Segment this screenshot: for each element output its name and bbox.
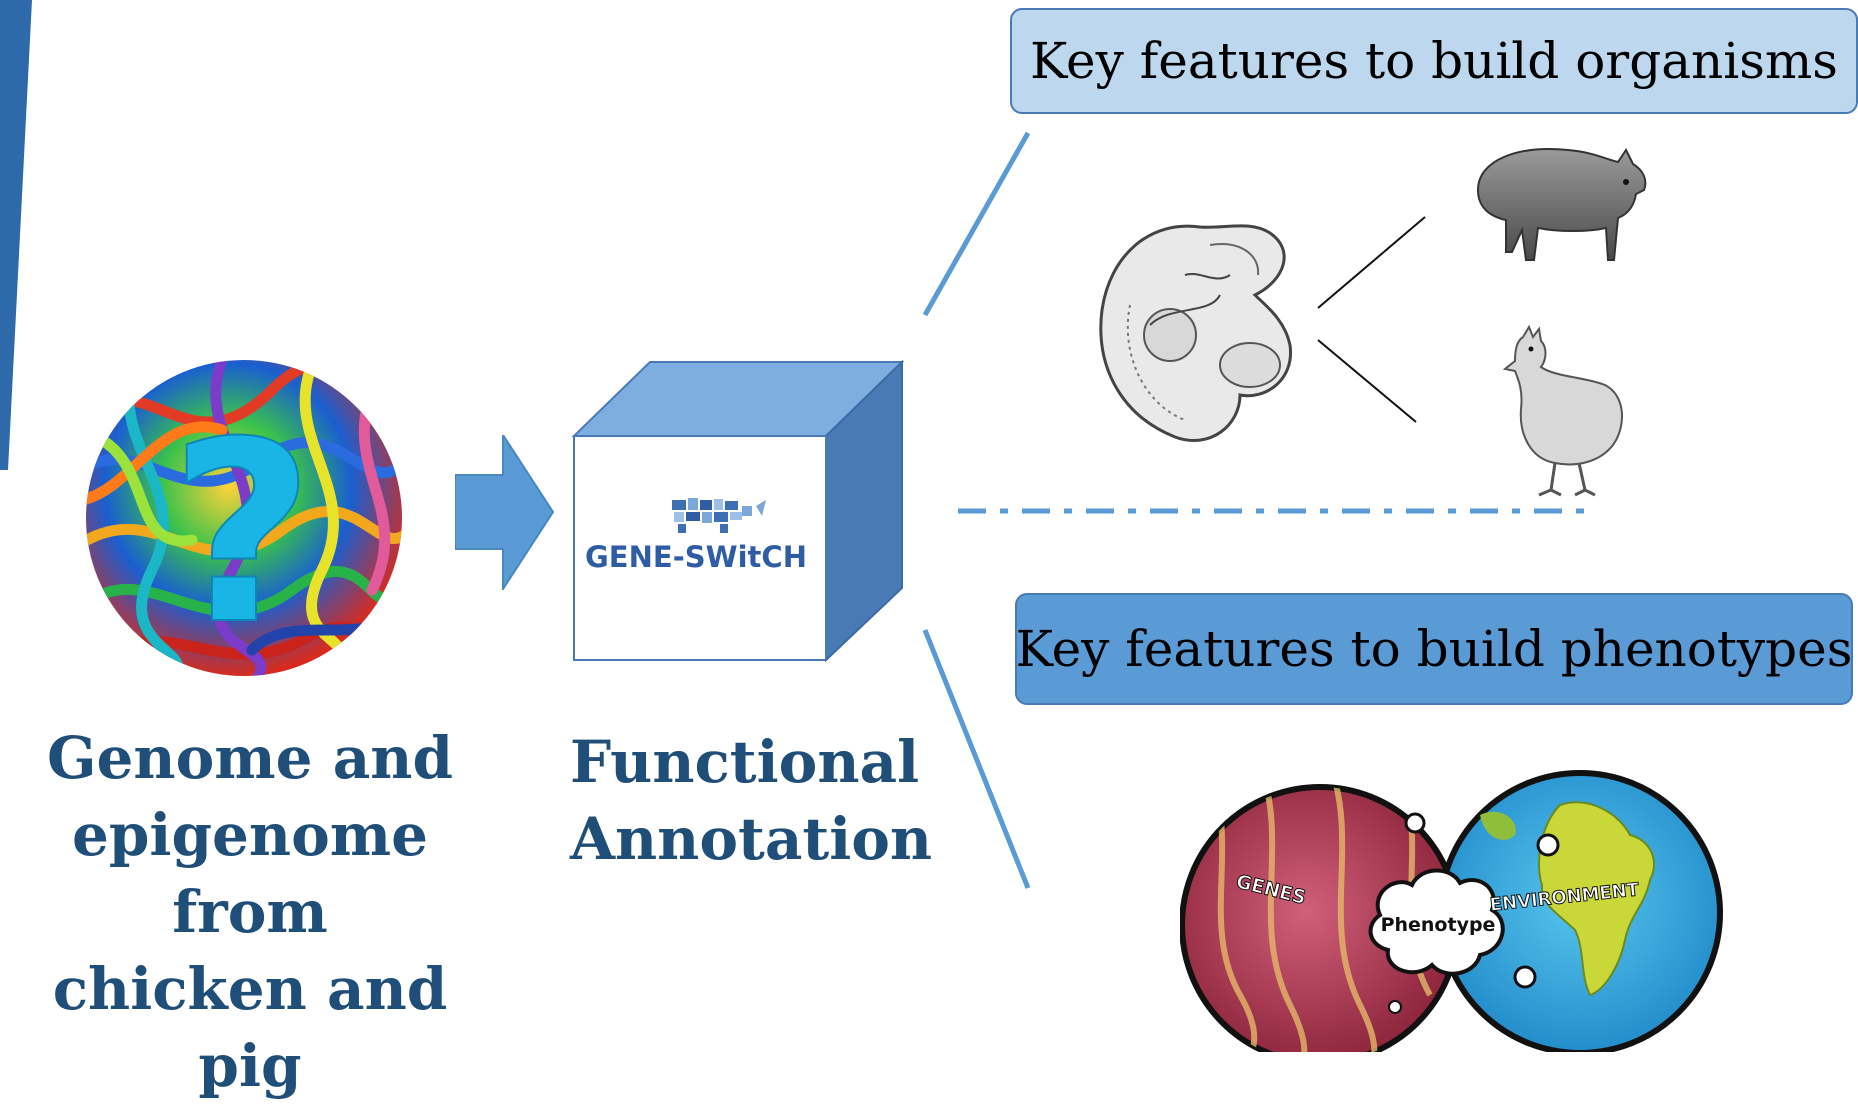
phenotype-cloud	[1368, 868, 1505, 976]
organisms-box-label: Key features to build organisms	[1030, 32, 1838, 90]
phenotypes-box-label: Key features to build phenotypes	[1015, 620, 1853, 678]
chromatin-ball-image: ?	[86, 360, 402, 680]
genome-caption-line-2: epigenome from	[71, 801, 429, 946]
phenotype-graphic: Phenotype GENES ENVIRONMENT	[1180, 770, 1723, 1052]
left-edge-band	[0, 0, 32, 470]
embryo-to-pig-line	[1317, 216, 1426, 309]
embryo-drawing	[1099, 224, 1292, 443]
process-arrow	[455, 435, 555, 590]
gene-switch-logo-text: GENE-SWitCH	[585, 540, 807, 574]
functional-annotation-caption: Functional Annotation	[570, 724, 933, 878]
embryo-to-chicken-line	[1317, 339, 1417, 423]
functional-annotation-cube: GENE-SWitCH	[571, 360, 905, 663]
genome-caption-line-3: chicken and pig	[52, 955, 448, 1100]
genome-caption: Genome and epigenome from chicken and pi…	[0, 720, 500, 1105]
phenotypes-box: Key features to build phenotypes	[1015, 593, 1853, 705]
pig-image	[1476, 148, 1647, 261]
connector-line-phenotypes	[922, 629, 1031, 889]
question-mark-icon: ?	[169, 388, 314, 679]
functional-caption-line-1: Functional	[570, 728, 920, 796]
background-shapes	[0, 0, 1590, 889]
africa-continent	[1538, 801, 1655, 997]
genome-caption-line-1: Genome and	[46, 724, 454, 792]
connector-line-organisms	[922, 131, 1031, 317]
organisms-box: Key features to build organisms	[1010, 8, 1858, 114]
phenotype-label: Phenotype	[1381, 914, 1496, 936]
functional-caption-line-2: Annotation	[570, 805, 933, 873]
cube-front	[573, 435, 827, 661]
chicken-image	[1502, 325, 1624, 497]
gene-switch-logo-pig-icon	[672, 498, 766, 533]
